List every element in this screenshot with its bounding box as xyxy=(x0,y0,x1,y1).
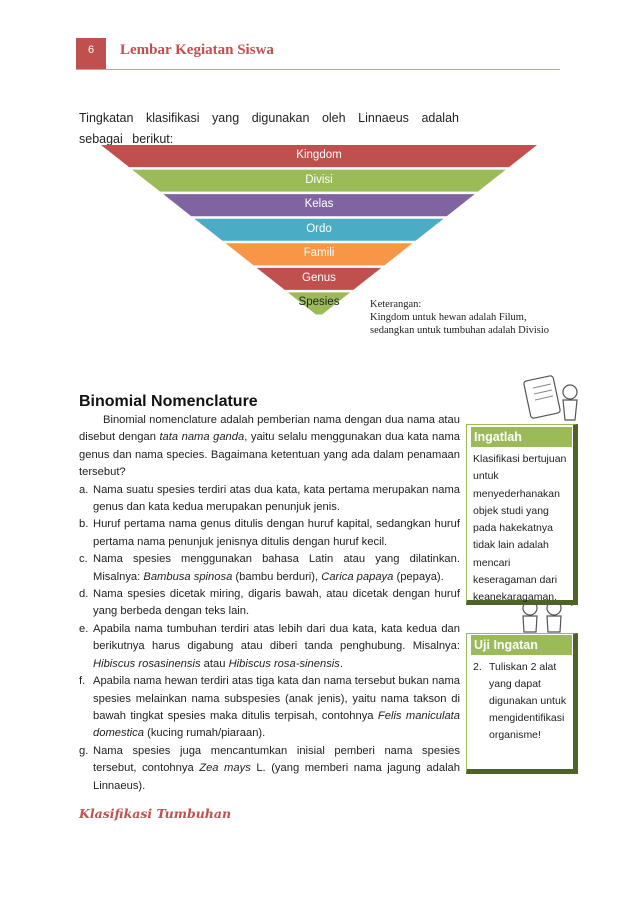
section-intro: Binomial nomenclature adalah pemberian n… xyxy=(79,414,460,479)
classification-pyramid xyxy=(101,145,537,315)
rules-list: a.Nama suatu spesies terdiri atas dua ka… xyxy=(79,482,460,795)
pyramid-band-famili xyxy=(225,243,413,266)
list-item: f.Apabila nama hewan terdiri atas tiga k… xyxy=(79,675,460,740)
header-divider xyxy=(76,69,560,70)
pyramid-label-genus: Genus xyxy=(302,271,336,284)
pyramid-label-spesies: Spesies xyxy=(298,296,340,309)
header-title: Lembar Kegiatan Siswa xyxy=(120,42,274,58)
pyramid-label-famili: Famili xyxy=(303,247,335,260)
note-title: Keterangan: xyxy=(370,299,422,310)
ingatlah-body: Klasifikasi bertujuan untuk menyederhana… xyxy=(473,453,567,604)
pyramid-band-divisi xyxy=(132,169,506,192)
pyramid-label-ordo: Ordo xyxy=(306,222,332,235)
pyramid-band-kingdom xyxy=(101,145,537,168)
uji-ingatan-box: Uji Ingatan 2. Tuliskan 2 alat yang dapa… xyxy=(466,633,578,774)
uji-ingatan-title: Uji Ingatan xyxy=(471,635,572,655)
question-text: Tuliskan 2 alat yang dapat digunakan unt… xyxy=(489,661,567,741)
ingatlah-title: Ingatlah xyxy=(471,427,572,447)
pyramid-note: Keterangan: Kingdom untuk hewan adalah F… xyxy=(370,298,549,337)
question-number: 2. xyxy=(473,661,482,673)
section-title: Binomial Nomenclature xyxy=(79,393,258,410)
list-item: d.Nama spesies dicetak miring, digaris b… xyxy=(79,588,460,618)
pyramid-label-divisi: Divisi xyxy=(305,173,333,186)
pyramid-band-ordo xyxy=(194,218,444,241)
pyramid-band-spesies xyxy=(287,292,351,315)
uji-ingatan-body: 2. Tuliskan 2 alat yang dapat digunakan … xyxy=(473,659,571,744)
list-item: b.Huruf pertama nama genus ditulis denga… xyxy=(79,518,460,548)
pyramid-label-kelas: Kelas xyxy=(304,198,334,211)
pyramid-label-kingdom: Kingdom xyxy=(296,149,342,161)
list-item: e.Apabila nama tumbuhan terdiri atas leb… xyxy=(79,622,460,670)
pyramid-band-genus xyxy=(256,267,382,290)
pyramid-band-kelas xyxy=(163,194,475,217)
intro-text: Tingkatan klasifikasi yang digunakan ole… xyxy=(79,111,459,146)
list-item: c.Nama spesies menggunakan bahasa Latin … xyxy=(79,553,460,583)
main-content: Binomial nomenclature adalah pemberian n… xyxy=(79,412,460,795)
list-item: a.Nama suatu spesies terdiri atas dua ka… xyxy=(79,483,460,514)
note-line-2: sedangkan untuk tumbuhan adalah Divisio xyxy=(370,325,550,336)
list-item: g.Nama spesies juga mencantumkan inisial… xyxy=(79,744,461,792)
page-number: 6 xyxy=(76,38,106,70)
note-line-1: Kingdom untuk hewan adalah Filum, xyxy=(370,312,527,323)
ingatlah-box: Ingatlah Klasifikasi bertujuan untuk men… xyxy=(466,424,578,605)
reading-students-illustration xyxy=(523,375,578,421)
footer-title: Klasifikasi Tumbuhan xyxy=(79,806,232,821)
